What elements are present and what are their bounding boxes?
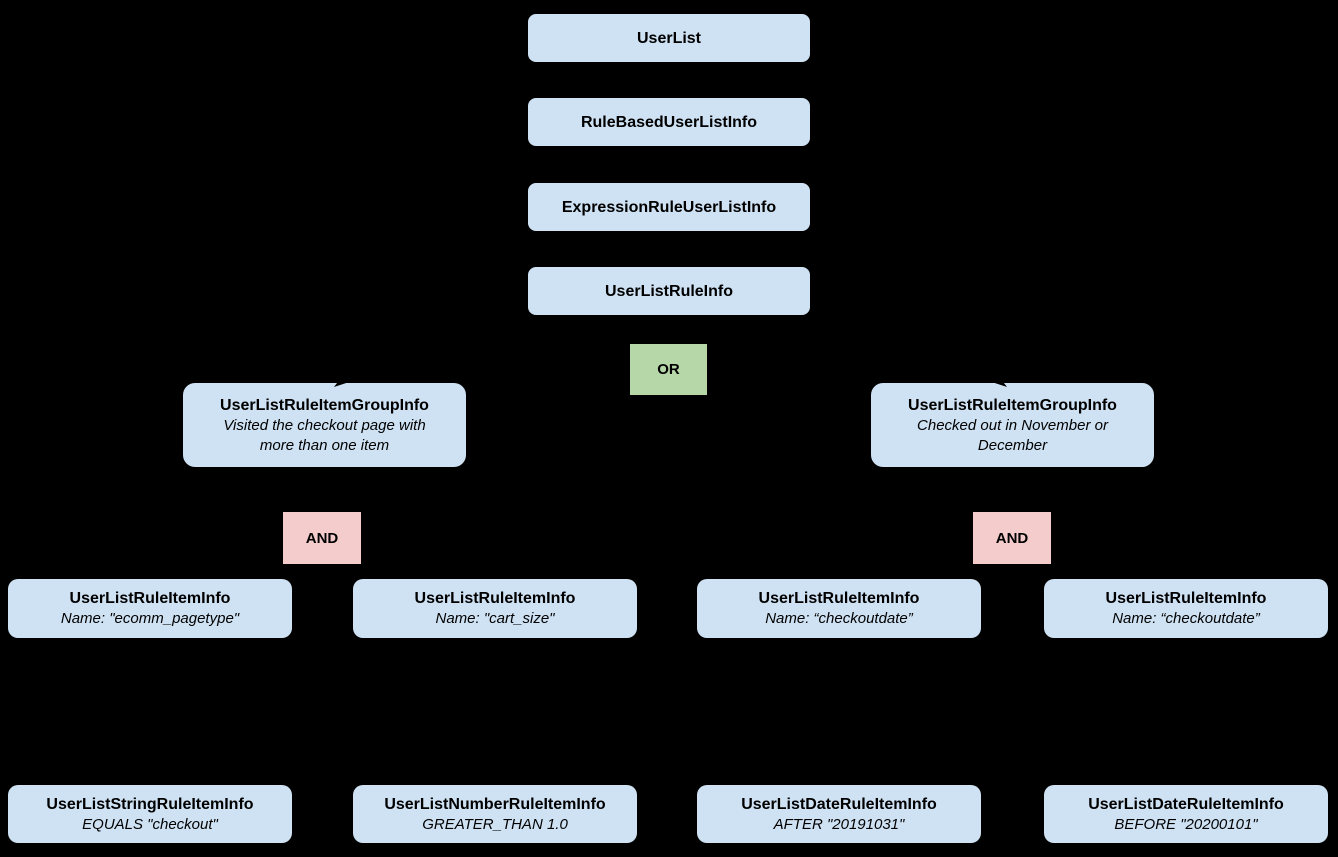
node-label: UserListDateRuleItemInfo: [1088, 795, 1284, 813]
node-label: RuleBasedUserListInfo: [580, 113, 758, 131]
node-dateruleitem-before: UserListDateRuleItemInfo BEFORE "2020010…: [1044, 785, 1328, 843]
node-label: UserListRuleItemInfo: [1105, 590, 1267, 607]
node-label: UserListRuleItemInfo: [414, 590, 576, 607]
node-ruleitem-checkoutdate-2: UserListRuleItemInfo Name: “checkoutdate…: [1044, 579, 1328, 638]
node-ruleitem-cart-size: UserListRuleItemInfo Name: "cart_size": [353, 579, 637, 638]
node-numberruleitem: UserListNumberRuleItemInfo GREATER_THAN …: [353, 785, 637, 843]
node-description: Name: “checkoutdate”: [1112, 610, 1260, 627]
node-description: Name: "cart_size": [435, 610, 555, 627]
or-label: OR: [657, 361, 680, 378]
node-label: UserList: [636, 29, 702, 47]
node-description: Visited the checkout page with more than…: [223, 416, 426, 454]
node-label: UserListRuleInfo: [604, 282, 733, 300]
node-ruleitemgroup-right: UserListRuleItemGroupInfo Checked out in…: [871, 383, 1154, 467]
node-description: BEFORE "20200101": [1114, 815, 1258, 833]
node-rulebaseduserlistinfo: RuleBasedUserListInfo: [528, 98, 810, 146]
node-expressionruleuserlistinfo: ExpressionRuleUserListInfo: [528, 183, 810, 231]
and-operator-node-left: AND: [283, 512, 361, 564]
node-label: UserListStringRuleItemInfo: [46, 795, 254, 813]
node-label: UserListRuleItemInfo: [758, 590, 920, 607]
and-label: AND: [995, 529, 1029, 547]
node-description: Name: "ecomm_pagetype": [60, 610, 240, 627]
node-stringruleitem: UserListStringRuleItemInfo EQUALS "check…: [8, 785, 292, 843]
node-label: UserListNumberRuleItemInfo: [384, 795, 606, 813]
node-description: Name: “checkoutdate”: [765, 610, 913, 627]
node-ruleitem-checkoutdate-1: UserListRuleItemInfo Name: “checkoutdate…: [697, 579, 981, 638]
node-description: EQUALS "checkout": [82, 815, 218, 833]
node-ruleitemgroup-left: UserListRuleItemGroupInfo Visited the ch…: [183, 383, 466, 467]
node-description: GREATER_THAN 1.0: [422, 815, 568, 833]
node-label: ExpressionRuleUserListInfo: [561, 198, 777, 216]
node-label: UserListRuleItemInfo: [69, 590, 231, 607]
node-ruleitem-ecomm-pagetype: UserListRuleItemInfo Name: "ecomm_pagety…: [8, 579, 292, 638]
and-label: AND: [305, 529, 339, 547]
node-dateruleitem-after: UserListDateRuleItemInfo AFTER "20191031…: [697, 785, 981, 843]
node-label: UserListRuleItemGroupInfo: [220, 396, 429, 414]
node-userlist: UserList: [528, 14, 810, 62]
node-label: UserListRuleItemGroupInfo: [908, 396, 1117, 414]
node-description: Checked out in November or December: [917, 416, 1108, 454]
node-label: UserListDateRuleItemInfo: [741, 795, 937, 813]
and-operator-node-right: AND: [973, 512, 1051, 564]
node-userlistruleinfo: UserListRuleInfo: [528, 267, 810, 315]
node-description: AFTER "20191031": [773, 815, 905, 833]
or-operator-node: OR: [630, 344, 707, 395]
